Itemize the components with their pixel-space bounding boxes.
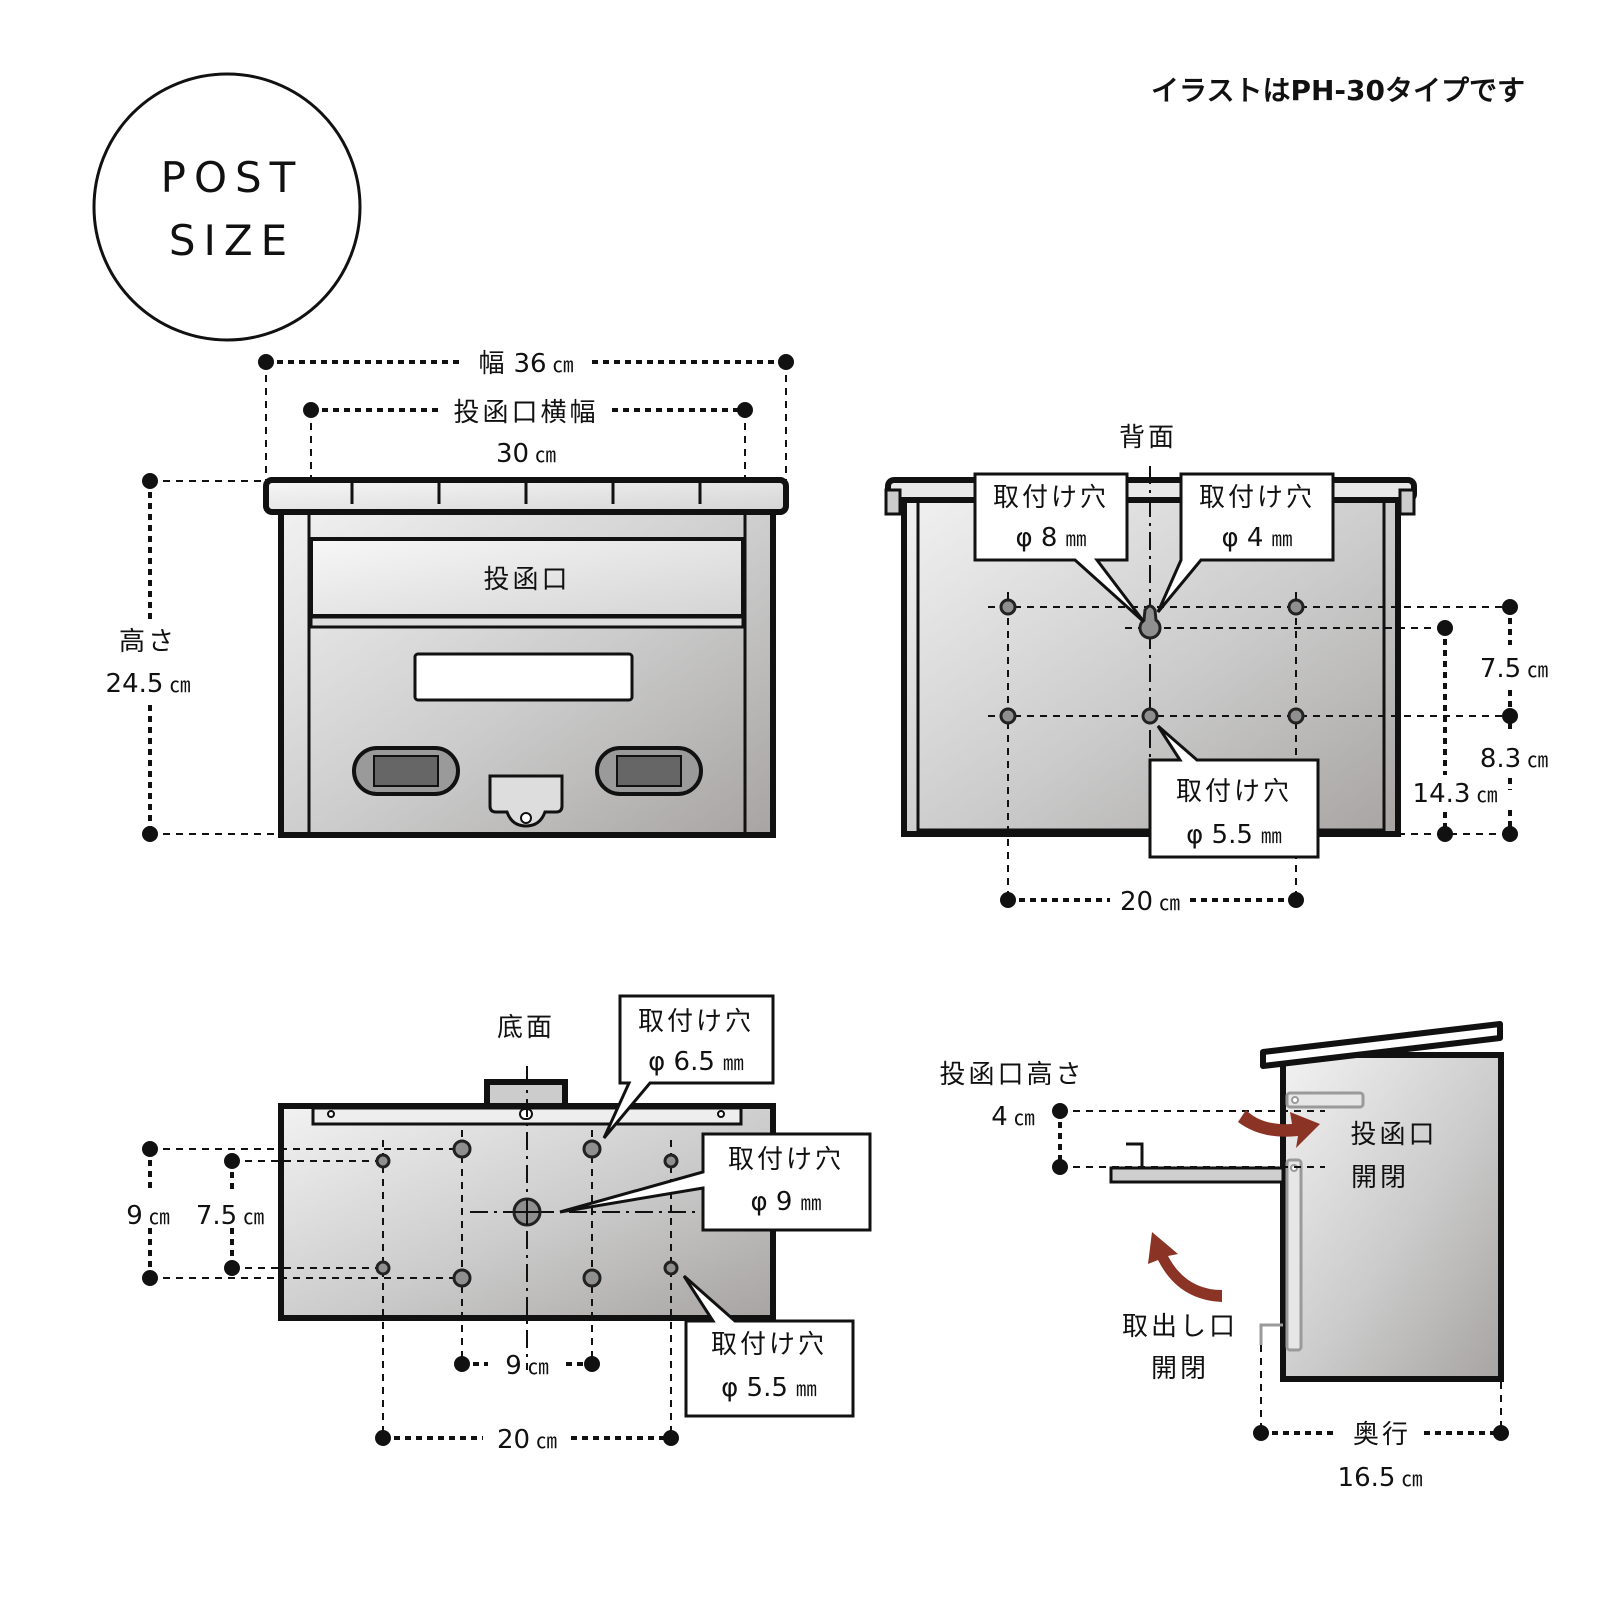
mount-hole <box>1287 598 1305 616</box>
svg-text:取付け穴: 取付け穴 <box>993 483 1109 513</box>
nameplate <box>413 652 634 702</box>
slot-label: 投函口 <box>483 565 570 595</box>
svg-text:φ 4㎜: φ 4㎜ <box>1222 523 1293 553</box>
viewing-window-right <box>595 746 703 796</box>
mount-hole <box>663 1260 679 1276</box>
slot-open-line-1: 投函口 <box>1350 1120 1437 1150</box>
svg-text:取付け穴: 取付け穴 <box>1199 483 1315 513</box>
center-hole-9mm <box>512 1197 542 1227</box>
post-size-badge: POST SIZE <box>92 72 362 342</box>
mount-hole <box>452 1139 472 1159</box>
slot-height-label: 投函口高さ <box>939 1060 1084 1090</box>
svg-text:φ 9㎜: φ 9㎜ <box>751 1187 822 1217</box>
mount-hole <box>663 1153 679 1169</box>
badge-line-1: POST <box>161 153 304 202</box>
keyhole <box>1138 604 1162 640</box>
illustration-note: イラストはPH-30タイプです <box>1151 74 1525 107</box>
svg-text:取付け穴: 取付け穴 <box>1176 777 1292 807</box>
svg-text:φ 6.5㎜: φ 6.5㎜ <box>648 1047 744 1077</box>
retrieve-line-1: 取出し口 <box>1122 1312 1238 1342</box>
svg-text:φ 5.5㎜: φ 5.5㎜ <box>721 1373 817 1403</box>
viewing-window-left <box>352 746 460 796</box>
slot-open-line-2: 開閉 <box>1351 1163 1409 1193</box>
mount-hole <box>582 1139 602 1159</box>
mount-hole <box>999 707 1017 725</box>
lock-latch <box>488 774 564 828</box>
mount-hole <box>1141 707 1159 725</box>
badge-line-2: SIZE <box>169 216 295 265</box>
svg-text:取付け穴: 取付け穴 <box>728 1145 844 1175</box>
slot-open-arrow-icon <box>1238 1110 1320 1148</box>
slot-width-label: 投函口横幅 <box>453 398 598 428</box>
mount-hole <box>375 1260 391 1276</box>
back-view-title: 背面 <box>1119 423 1177 453</box>
svg-text:φ 5.5㎜: φ 5.5㎜ <box>1186 820 1282 850</box>
mount-hole <box>582 1268 602 1288</box>
bottom-view-title: 底面 <box>497 1013 555 1043</box>
side-body <box>1280 1052 1504 1382</box>
svg-text:取付け穴: 取付け穴 <box>638 1007 754 1037</box>
retrieve-line-2: 開閉 <box>1151 1354 1209 1384</box>
mount-hole <box>999 598 1017 616</box>
retrieve-open-arrow-icon <box>1148 1232 1222 1302</box>
svg-text:φ 8㎜: φ 8㎜ <box>1016 523 1087 553</box>
height-label: 高さ <box>119 627 177 657</box>
svg-text:取付け穴: 取付け穴 <box>711 1330 827 1360</box>
mount-hole <box>375 1153 391 1169</box>
mount-hole <box>452 1268 472 1288</box>
depth-label: 奥行 <box>1353 1420 1411 1450</box>
mount-hole <box>1287 707 1305 725</box>
open-slot-flap <box>1109 1166 1285 1184</box>
